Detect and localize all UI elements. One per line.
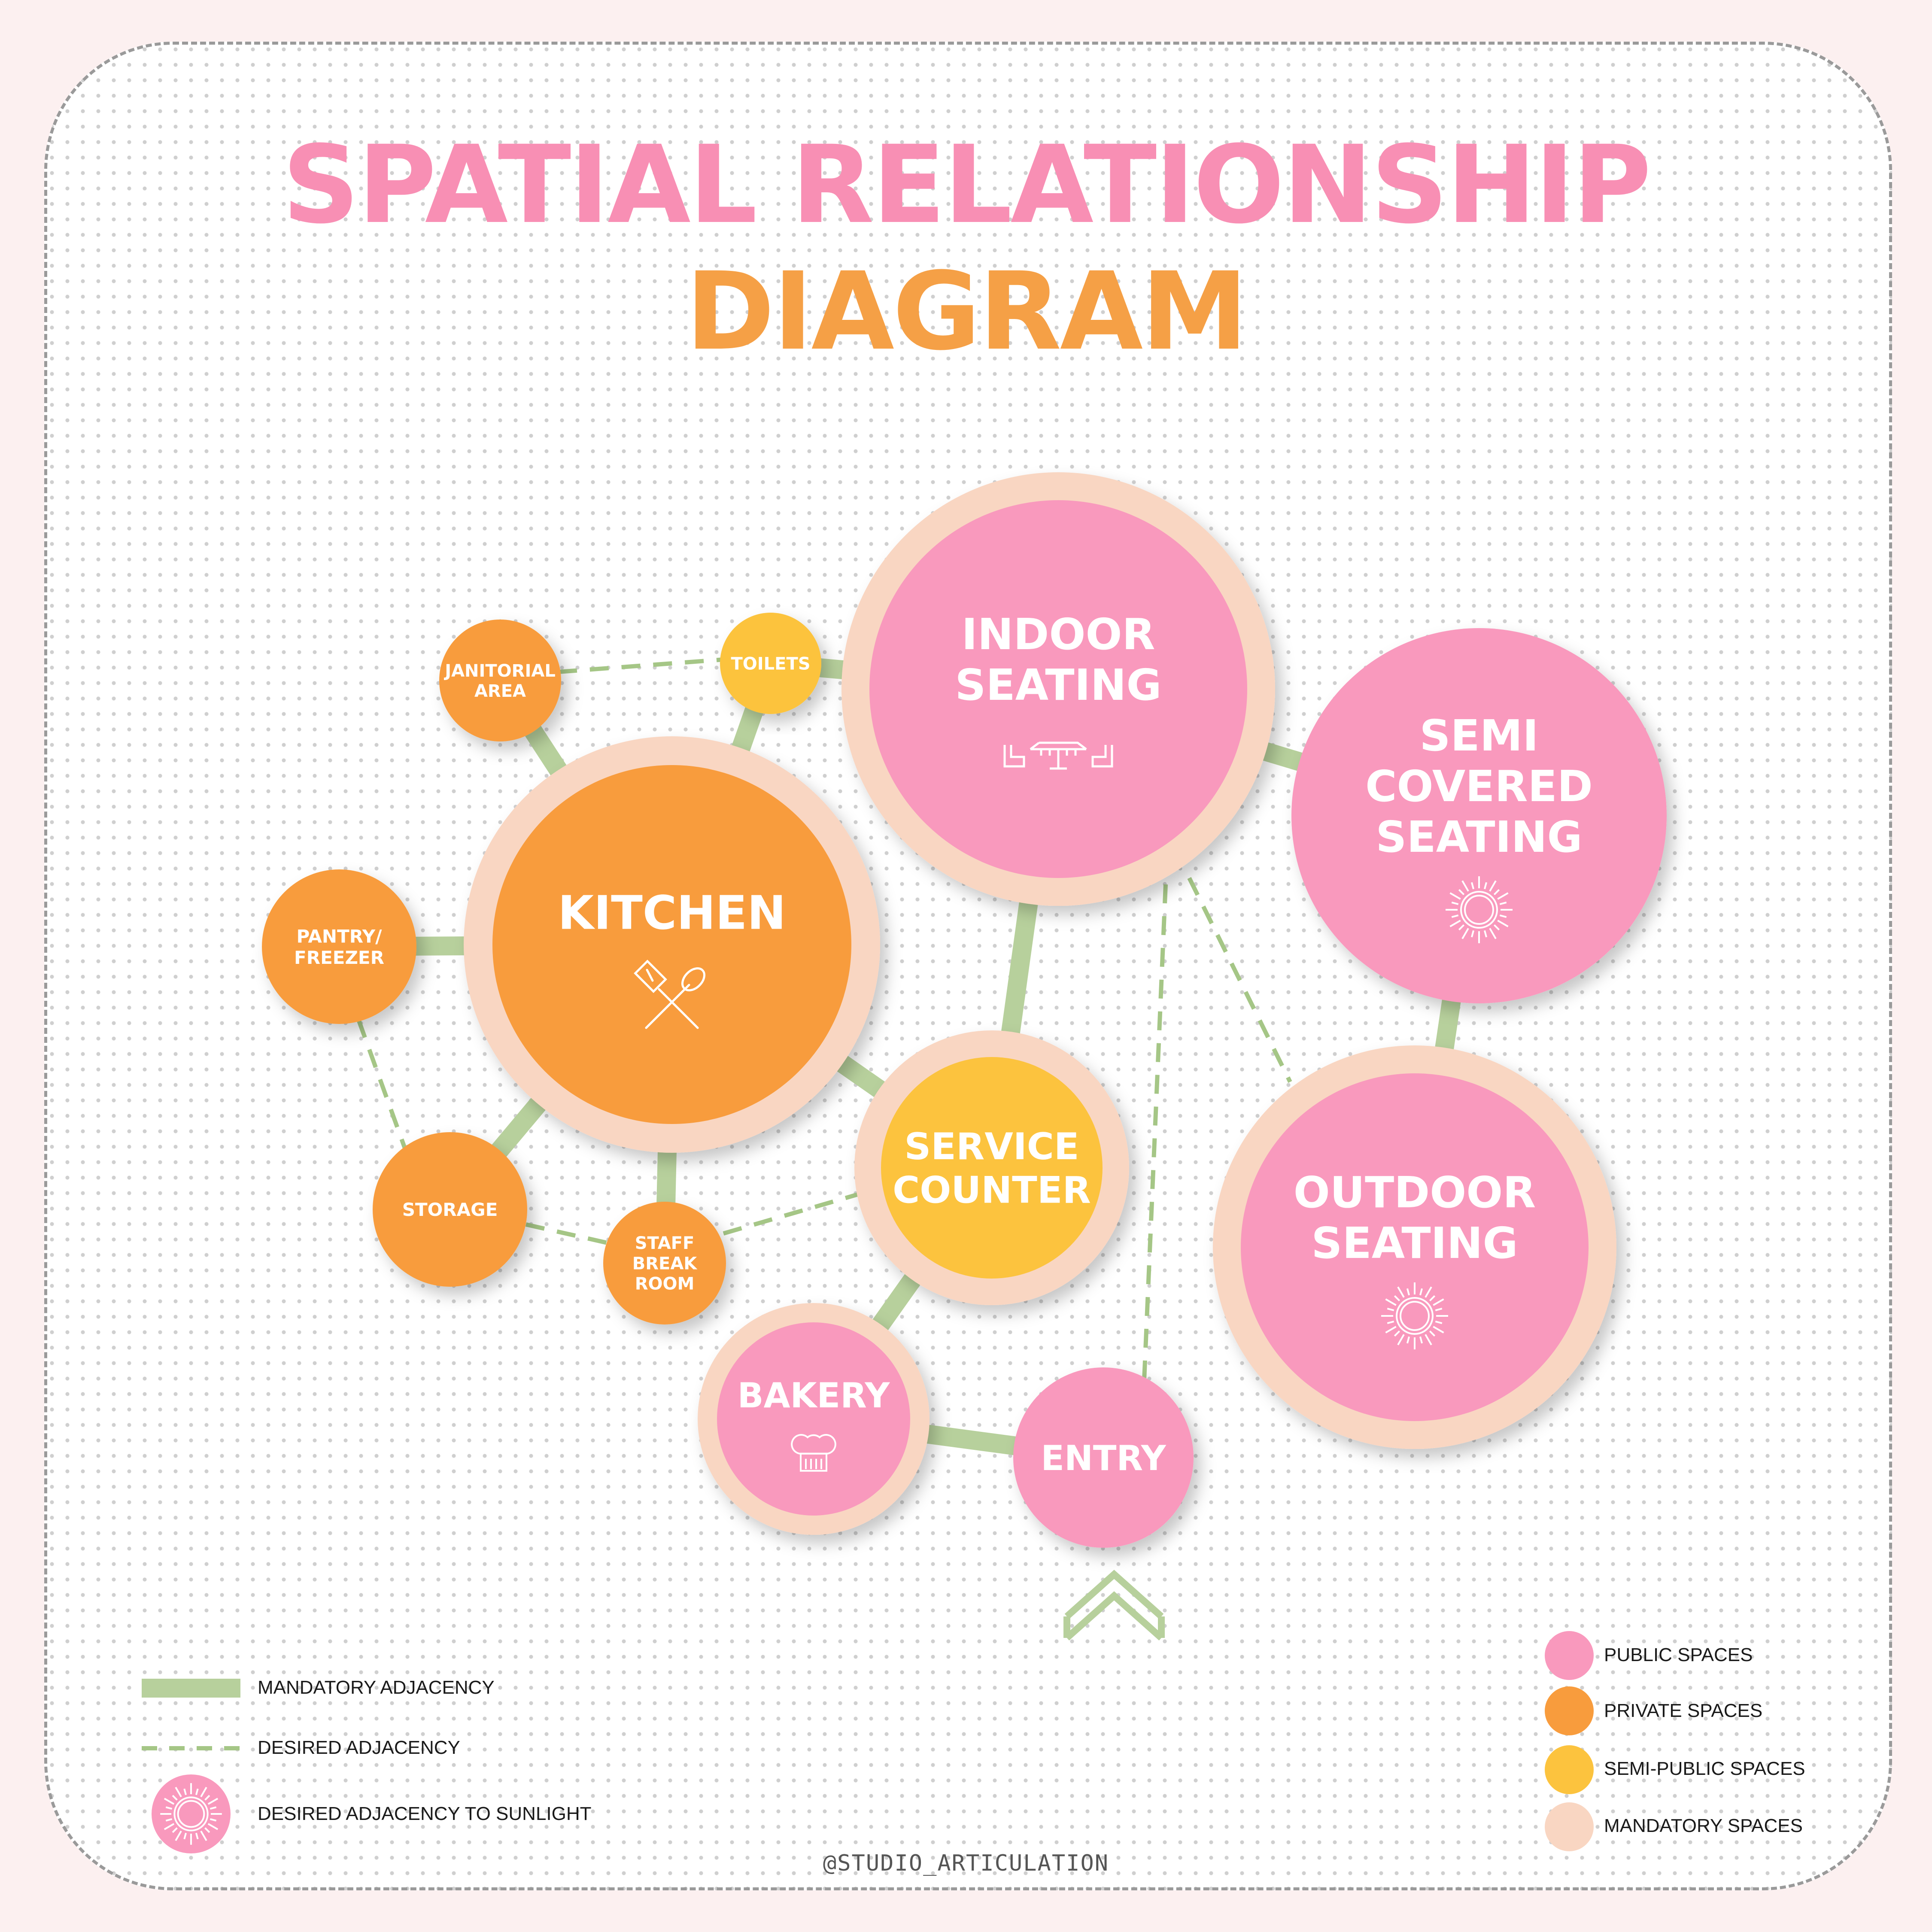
title-line-1: SPATIAL RELATIONSHIP [282, 122, 1651, 247]
node-label-staff-3: ROOM [635, 1274, 695, 1294]
node-storage: STORAGE [373, 1132, 527, 1287]
desired-link-pantry-storage [356, 1019, 408, 1151]
node-label-janitorial-2: AREA [474, 681, 526, 701]
node-label-pantry-1: PANTRY/ [296, 926, 382, 947]
title-line-2: DIAGRAM [686, 249, 1248, 374]
desired-link-janitorial-toilets [558, 657, 730, 674]
node-label-kitchen-1: KITCHEN [558, 886, 786, 940]
legend-public-spaces-label: PUBLIC SPACES [1604, 1644, 1753, 1665]
space-circle [869, 500, 1247, 878]
utensils-icon [634, 960, 705, 1029]
legend-private-spaces-label: PRIVATE SPACES [1604, 1700, 1763, 1721]
space-circle [492, 765, 851, 1124]
node-label-indoor-2: SEATING [955, 660, 1161, 710]
space-circle [262, 869, 416, 1024]
legend-desired-adjacency-label: DESIRED ADJACENCY [258, 1737, 460, 1758]
node-label-staff-1: STAFF [635, 1233, 695, 1253]
node-pantry: PANTRY/FREEZER [262, 869, 416, 1024]
space-circle [720, 613, 821, 714]
legend-swatch-semi_public [1545, 1745, 1594, 1794]
legend-sunlight-swatch [152, 1774, 231, 1853]
node-label-semi-2: COVERED [1365, 761, 1593, 811]
node-label-semi-3: SEATING [1376, 812, 1582, 862]
desired-link-indoor-entry [1142, 884, 1168, 1381]
space-circle [1291, 628, 1667, 1003]
node-label-toilets-1: TOILETS [731, 654, 810, 674]
space-circle [603, 1202, 726, 1324]
node-bakery: BAKERY [698, 1303, 930, 1535]
node-label-outdoor-1: OUTDOOR [1294, 1167, 1536, 1218]
node-toilets: TOILETS [720, 613, 821, 714]
node-label-entry-1: ENTRY [1041, 1438, 1166, 1478]
legend-mandatory-spaces-label: MANDATORY SPACES [1604, 1815, 1803, 1836]
node-label-semi-1: SEMI [1419, 711, 1538, 761]
space-circle [373, 1132, 527, 1287]
desired-link-storage-staff [525, 1222, 608, 1245]
entry-chevron-icon [1063, 1570, 1165, 1640]
node-label-janitorial-1: JANITORIAL [444, 661, 556, 681]
credit-handle: @STUDIO_ARTICULATION [823, 1850, 1109, 1876]
space-circle [881, 1057, 1103, 1279]
sun-icon [1381, 1282, 1448, 1349]
node-label-outdoor-2: SEATING [1311, 1218, 1518, 1268]
node-entry: ENTRY [1013, 1367, 1194, 1548]
space-circle [1013, 1367, 1194, 1548]
dashed-frame [44, 42, 1892, 1890]
legend-semi-public-spaces-label: SEMI-PUBLIC SPACES [1604, 1758, 1805, 1779]
space-circle [1241, 1073, 1589, 1421]
legend-swatch-mandatory [1545, 1802, 1594, 1851]
node-label-pantry-2: FREEZER [294, 947, 384, 968]
space-circle [717, 1322, 910, 1516]
node-label-service-1: SERVICE [904, 1125, 1079, 1168]
node-label-staff-2: BREAK [632, 1254, 698, 1273]
chef-hat-icon [791, 1434, 836, 1472]
legend-swatch-public [1545, 1631, 1594, 1680]
node-label-indoor-1: INDOOR [962, 609, 1155, 659]
node-label-bakery-1: BAKERY [738, 1376, 890, 1416]
dining-table-icon [1003, 741, 1113, 770]
node-label-storage-1: STORAGE [402, 1199, 498, 1220]
sun-icon [160, 1783, 222, 1845]
desired-link-indoor-outdoor [1187, 877, 1292, 1083]
desired-link-staff-service [723, 1191, 862, 1236]
sun-icon [1446, 876, 1513, 943]
space-circle [439, 620, 561, 741]
node-kitchen: KITCHEN [464, 736, 880, 1153]
legend-swatch-private [1545, 1686, 1594, 1735]
legend-sunlight-label: DESIRED ADJACENCY TO SUNLIGHT [258, 1803, 592, 1824]
node-label-service-2: COUNTER [893, 1169, 1091, 1212]
legend-mandatory-adjacency-label: MANDATORY ADJACENCY [258, 1677, 495, 1698]
